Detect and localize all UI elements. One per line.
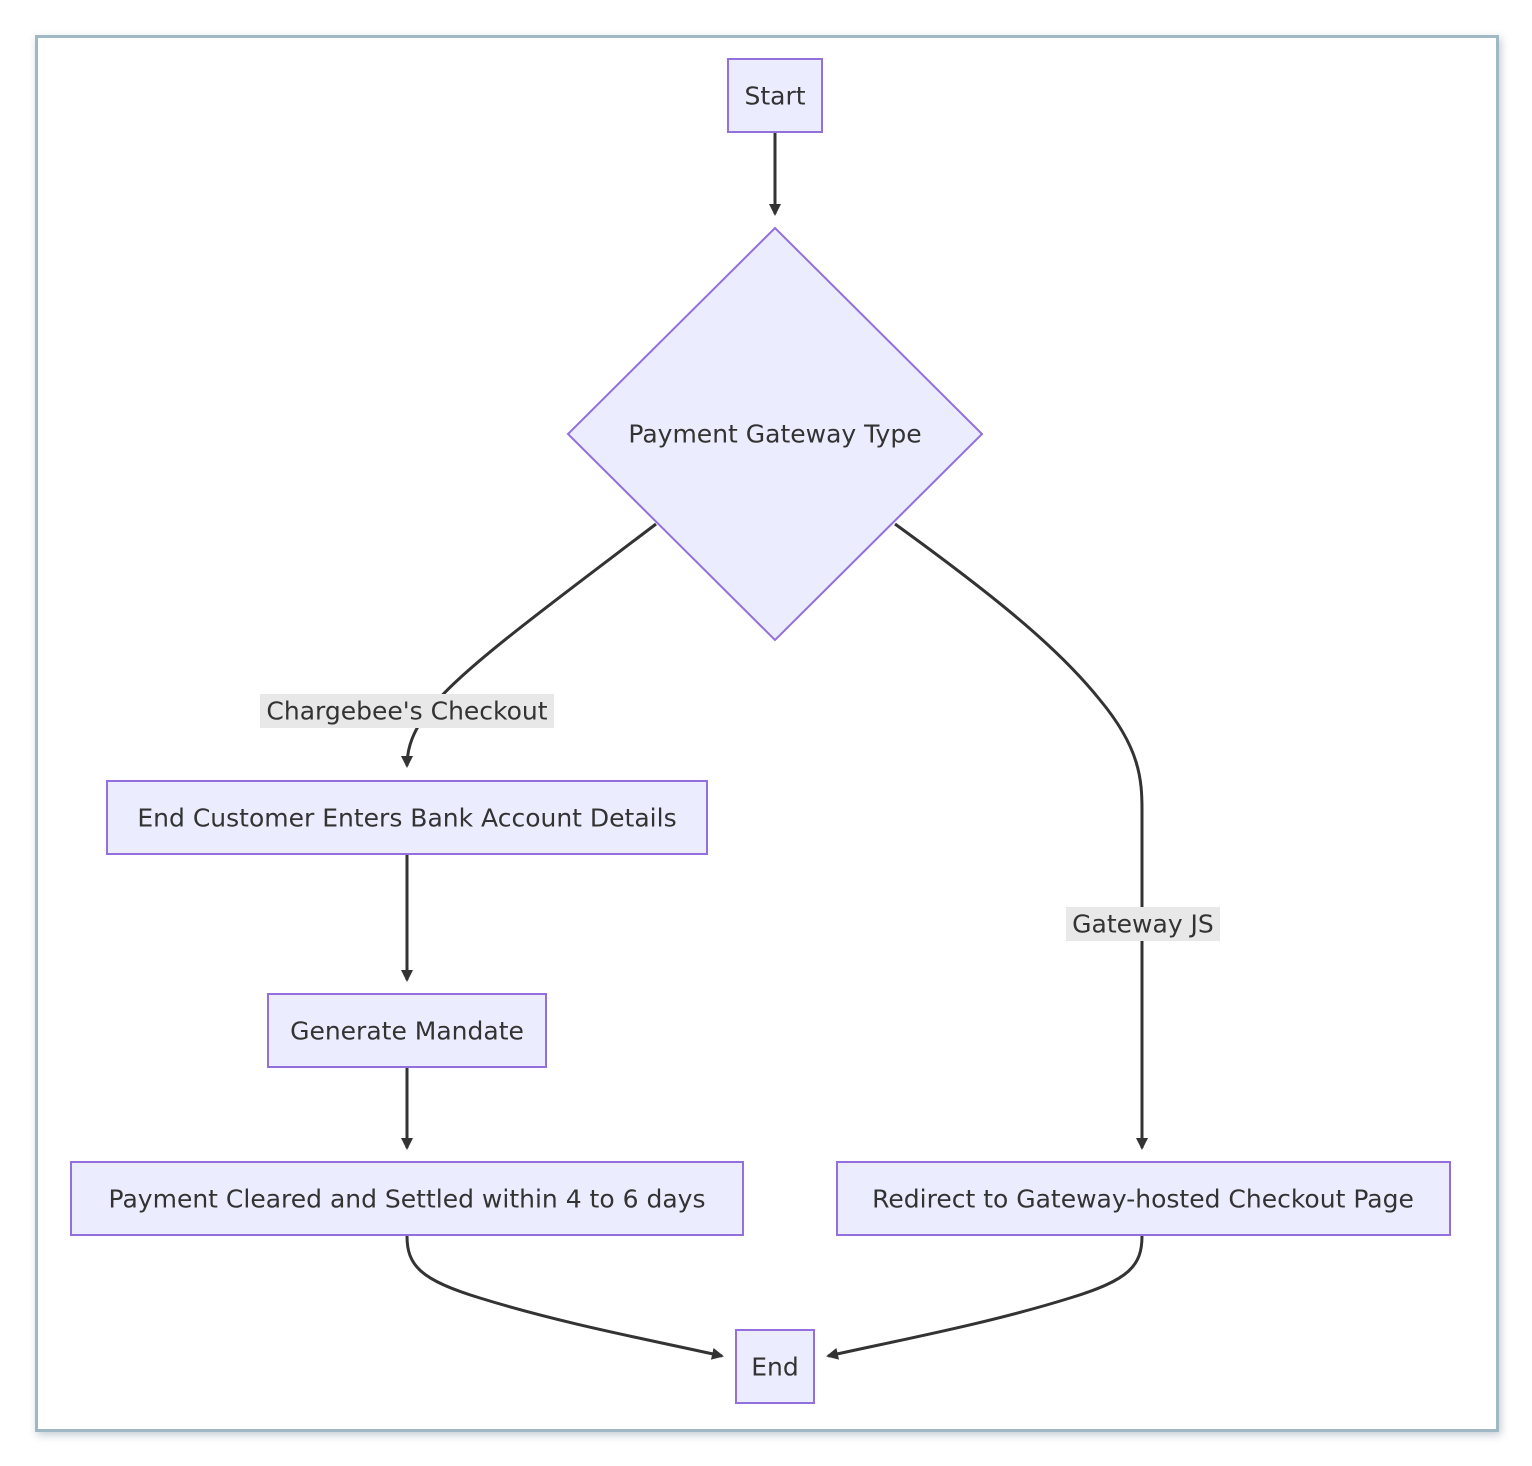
edge-cleared-to-end bbox=[405, 1235, 724, 1360]
svg-text:End: End bbox=[751, 1353, 799, 1382]
svg-text:Chargebee's Checkout: Chargebee's Checkout bbox=[266, 697, 547, 726]
svg-text:Start: Start bbox=[744, 82, 805, 111]
svg-text:Redirect to Gateway-hosted Che: Redirect to Gateway-hosted Checkout Page bbox=[872, 1185, 1414, 1214]
node-decision-payment-gateway-type: Payment Gateway Type bbox=[566, 226, 984, 642]
node-enter-bank-details: End Customer Enters Bank Account Details bbox=[106, 780, 708, 855]
svg-text:End Customer Enters Bank Accou: End Customer Enters Bank Account Details bbox=[137, 804, 676, 833]
svg-text:Generate Mandate: Generate Mandate bbox=[290, 1017, 524, 1046]
node-generate-mandate: Generate Mandate bbox=[267, 993, 547, 1068]
svg-text:Payment Cleared and Settled wi: Payment Cleared and Settled within 4 to … bbox=[109, 1185, 706, 1214]
edge-redirect-to-end bbox=[826, 1235, 1144, 1360]
edge-label-gateway-js: Gateway JS bbox=[1066, 907, 1220, 941]
node-end: End bbox=[735, 1329, 815, 1404]
node-redirect-checkout: Redirect to Gateway-hosted Checkout Page bbox=[836, 1161, 1451, 1236]
edge-label-chargebee-checkout: Chargebee's Checkout bbox=[260, 694, 554, 728]
node-start: Start bbox=[727, 58, 823, 133]
edge-decision-to-redirect bbox=[894, 522, 1148, 1150]
node-payment-cleared: Payment Cleared and Settled within 4 to … bbox=[70, 1161, 744, 1236]
svg-text:Payment Gateway Type: Payment Gateway Type bbox=[628, 420, 921, 449]
edge-decision-to-enter-details bbox=[401, 522, 657, 768]
svg-text:Gateway JS: Gateway JS bbox=[1072, 910, 1214, 939]
